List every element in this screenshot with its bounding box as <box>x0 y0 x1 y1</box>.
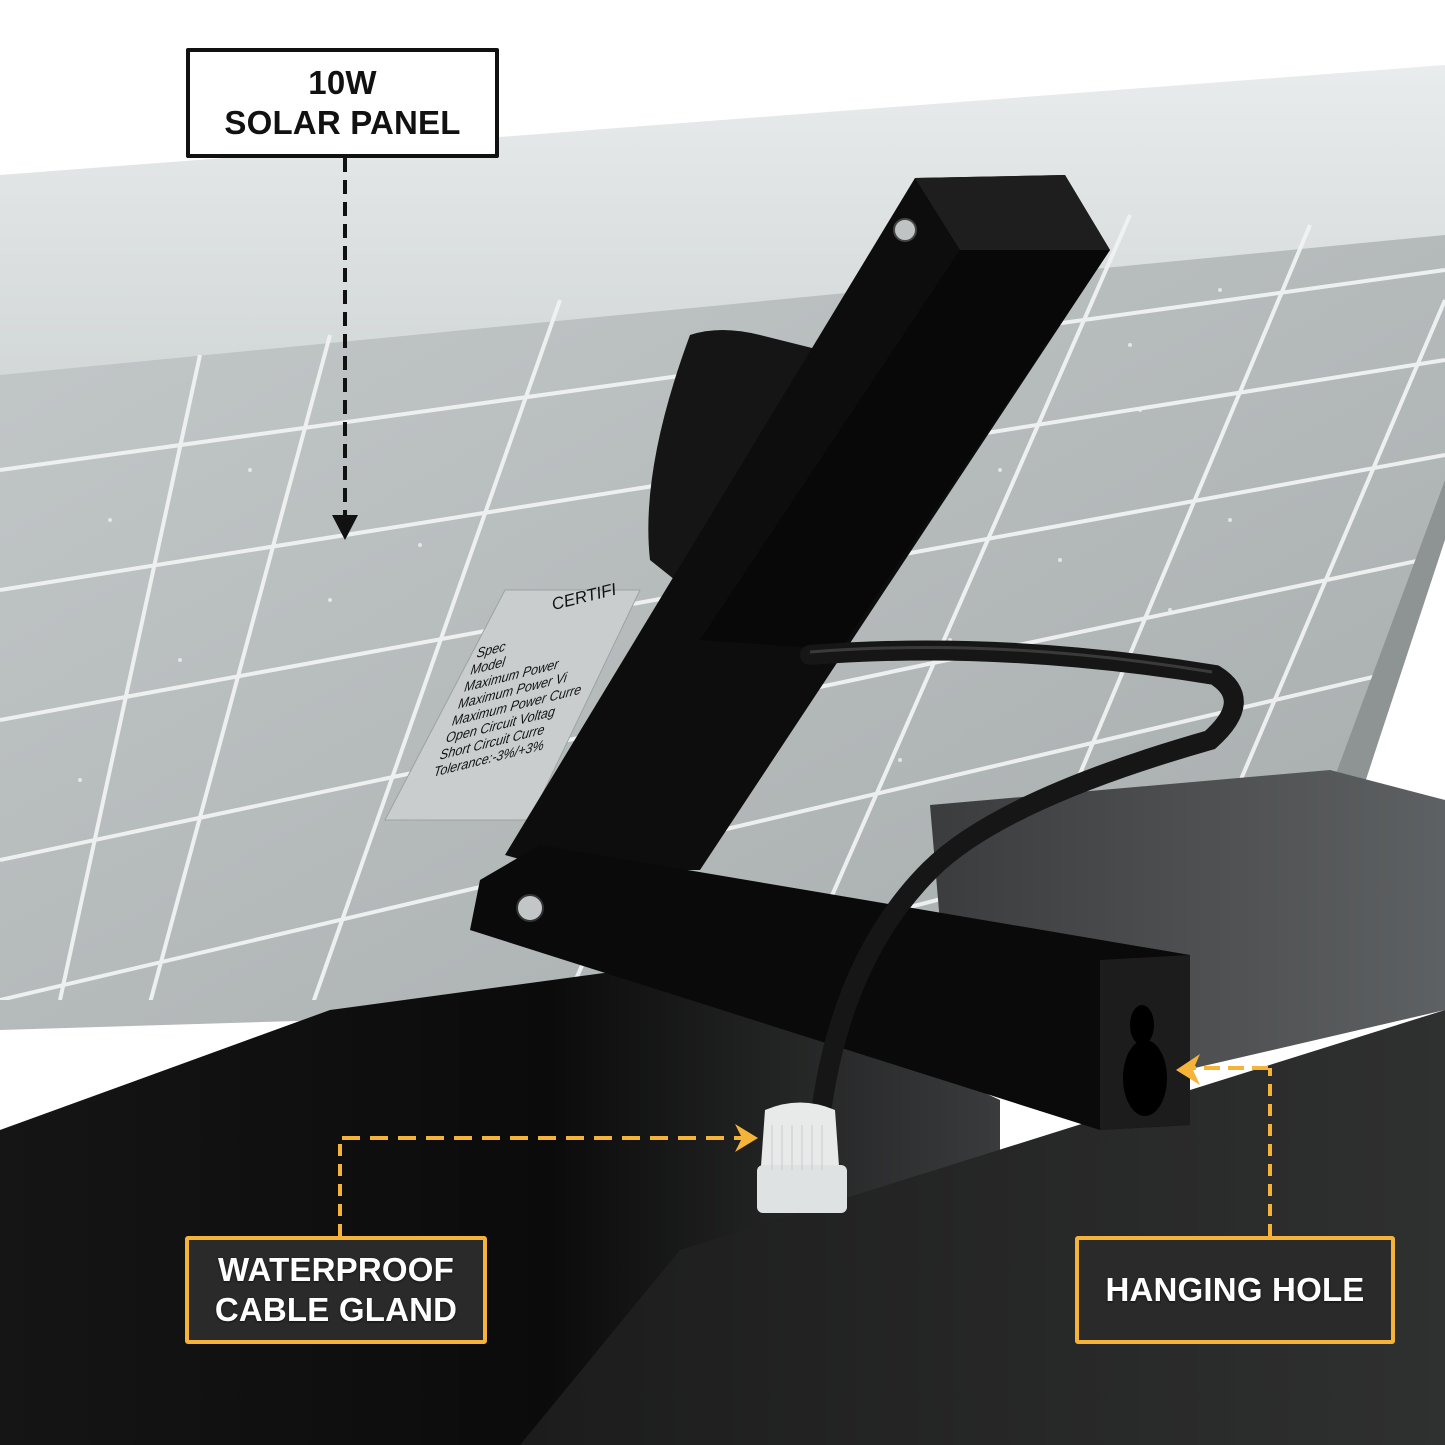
callout-solar-panel: 10W SOLAR PANEL <box>186 48 499 158</box>
callout-cable-gland-line2: CABLE GLAND <box>214 1291 458 1328</box>
callout-hanging-hole-line1: HANGING HOLE <box>1105 1271 1365 1309</box>
hanging-hole-arrow <box>1190 1066 1272 1236</box>
screw-foot <box>516 894 544 922</box>
power-cable <box>800 640 1244 1130</box>
callout-solar-panel-line2: SOLAR PANEL <box>224 104 461 141</box>
bracket-foot <box>470 845 1190 1130</box>
cable-gland <box>757 1102 847 1213</box>
screw-top <box>893 218 917 242</box>
callout-hanging-hole: HANGING HOLE <box>1075 1236 1395 1344</box>
solar-panel-arrow <box>332 158 358 540</box>
hanging-hole-arrowhead <box>1176 1054 1200 1085</box>
cable-gland-arrow <box>338 1136 742 1236</box>
junction-box <box>648 330 820 600</box>
cable-gland-arrowhead <box>735 1124 758 1152</box>
callout-cable-gland-line1: WATERPROOF <box>217 1251 455 1289</box>
callout-cable-gland: WATERPROOF CABLE GLAND <box>185 1236 487 1344</box>
callout-solar-panel-line1: 10W <box>308 64 377 102</box>
cell-dots <box>78 288 1332 782</box>
keyhole-icon <box>1123 1005 1167 1116</box>
panel-frame <box>0 65 1445 380</box>
